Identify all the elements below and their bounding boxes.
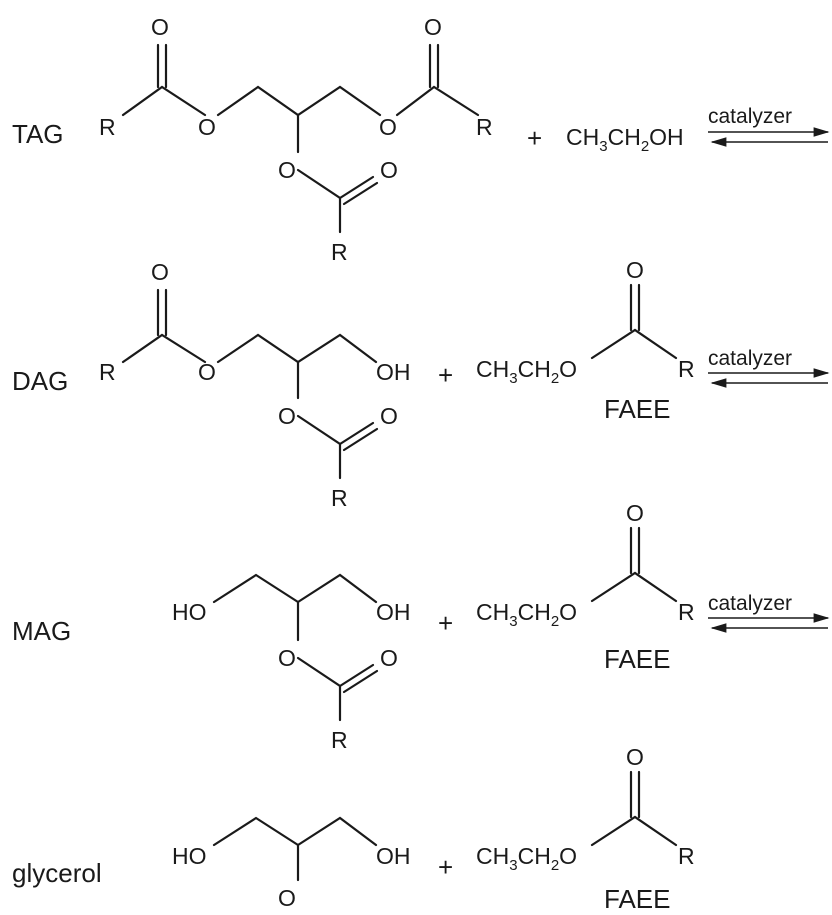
atom-r: R — [476, 114, 493, 140]
row-mag: MAG HO OH O O R + CH3CH2O O R FAEE catal… — [12, 500, 830, 753]
row-label-mag: MAG — [12, 616, 71, 646]
faee-molecule: CH3CH2O O R FAEE — [476, 744, 695, 914]
product-label-faee: FAEE — [604, 644, 670, 674]
equilibrium-arrow: catalyzer — [708, 105, 830, 147]
atom-o: O — [278, 885, 296, 911]
atom-o: O — [626, 500, 644, 526]
atom-r: R — [99, 114, 116, 140]
atom-r: R — [678, 356, 695, 382]
ethyl-ester-formula: CH3CH2O — [476, 599, 577, 630]
atom-o: O — [151, 14, 169, 40]
atom-o: O — [198, 359, 216, 385]
atom-o: O — [278, 403, 296, 429]
catalyst-label: catalyzer — [708, 592, 792, 615]
atom-o: O — [151, 259, 169, 285]
plus-sign: + — [438, 852, 453, 882]
ethyl-ester-formula: CH3CH2O — [476, 356, 577, 387]
atom-r: R — [331, 727, 348, 753]
ethanol-formula: CH3CH2OH — [566, 124, 684, 155]
atom-o: O — [626, 744, 644, 770]
plus-sign: + — [438, 360, 453, 390]
row-label-glycerol: glycerol — [12, 858, 102, 888]
equilibrium-arrow: catalyzer — [708, 347, 830, 388]
atom-r: R — [331, 239, 348, 265]
atom-o: O — [278, 645, 296, 671]
atom-oh: OH — [376, 599, 411, 625]
row-label-dag: DAG — [12, 366, 68, 396]
atom-o: O — [278, 157, 296, 183]
catalyst-label: catalyzer — [708, 105, 792, 128]
faee-molecule: CH3CH2O O R FAEE — [476, 257, 695, 424]
mag-molecule: HO OH O O R — [172, 573, 411, 753]
atom-r: R — [331, 485, 348, 511]
atom-r: R — [99, 359, 116, 385]
faee-molecule: CH3CH2O O R FAEE — [476, 500, 695, 674]
plus-sign: + — [527, 123, 542, 153]
product-label-faee: FAEE — [604, 884, 670, 914]
atom-oh: OH — [376, 359, 411, 385]
product-label-faee: FAEE — [604, 394, 670, 424]
atom-o: O — [380, 157, 398, 183]
row-dag: DAG O R O OH O O R + CH3CH2O O R FAEE c — [12, 257, 830, 511]
atom-r: R — [678, 599, 695, 625]
row-glycerol: glycerol HO OH O + CH3CH2O O R FAEE — [12, 744, 695, 914]
equilibrium-arrow: catalyzer — [708, 592, 830, 633]
atom-o: O — [626, 257, 644, 283]
tag-molecule: O R O O O R O O R — [99, 14, 493, 265]
glycerol-molecule: HO OH O — [172, 816, 411, 911]
atom-oh: OH — [376, 843, 411, 869]
ethyl-ester-formula: CH3CH2O — [476, 843, 577, 874]
atom-o: O — [380, 645, 398, 671]
atom-o: O — [198, 114, 216, 140]
atom-ho: HO — [172, 843, 207, 869]
row-tag: TAG O R O O O R O O R + CH3CH2OH cat — [12, 14, 830, 265]
plus-sign: + — [438, 608, 453, 638]
atom-o: O — [424, 14, 442, 40]
atom-ho: HO — [172, 599, 207, 625]
atom-r: R — [678, 843, 695, 869]
dag-molecule: O R O OH O O R — [99, 259, 411, 511]
atom-o: O — [380, 403, 398, 429]
atom-o: O — [379, 114, 397, 140]
row-label-tag: TAG — [12, 119, 64, 149]
catalyst-label: catalyzer — [708, 347, 792, 370]
